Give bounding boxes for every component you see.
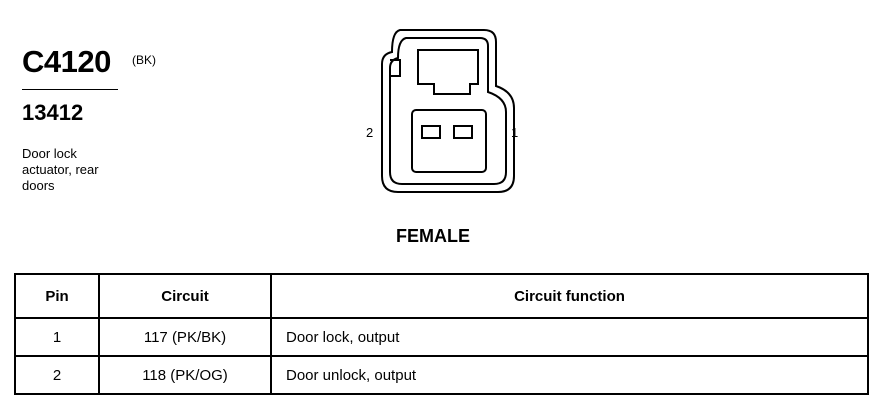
header-pin: Pin xyxy=(14,273,100,319)
pin-slot-1 xyxy=(453,125,473,139)
cell-pin: 2 xyxy=(14,355,100,395)
connector-color: (BK) xyxy=(132,53,156,67)
table-header-row: Pin Circuit Circuit function xyxy=(14,273,869,319)
connector-outer-shell xyxy=(381,29,515,193)
table-row: 1 117 (PK/BK) Door lock, output xyxy=(14,317,869,357)
connector-description: Door lock actuator, rear doors xyxy=(22,146,99,194)
cell-function: Door unlock, output xyxy=(270,355,869,395)
connector-inner-shell xyxy=(389,37,507,185)
connector-gender: FEMALE xyxy=(396,226,470,246)
title-divider xyxy=(22,89,118,90)
connector-key xyxy=(390,59,401,77)
connector-id: C4120 xyxy=(22,44,111,79)
pinout-table: Pin Circuit Circuit function 1 117 (PK/B… xyxy=(14,273,869,395)
cell-function: Door lock, output xyxy=(270,317,869,357)
part-number: 13412 xyxy=(22,100,84,125)
description-line: Door lock xyxy=(22,146,77,161)
connector-latch xyxy=(417,49,479,95)
pin-slot-2 xyxy=(421,125,441,139)
table-row: 2 118 (PK/OG) Door unlock, output xyxy=(14,355,869,395)
description-line: actuator, rear xyxy=(22,162,99,177)
pin-label-1: 1 xyxy=(511,125,519,140)
cell-circuit: 118 (PK/OG) xyxy=(98,355,272,395)
cell-circuit: 117 (PK/BK) xyxy=(98,317,272,357)
cell-pin: 1 xyxy=(14,317,100,357)
terminal-cavity xyxy=(411,109,487,173)
pin-label-2: 2 xyxy=(366,125,374,140)
header-circuit: Circuit xyxy=(98,273,272,319)
description-line: doors xyxy=(22,178,55,193)
header-circuit-function: Circuit function xyxy=(270,273,869,319)
connector-face-diagram xyxy=(381,29,515,193)
